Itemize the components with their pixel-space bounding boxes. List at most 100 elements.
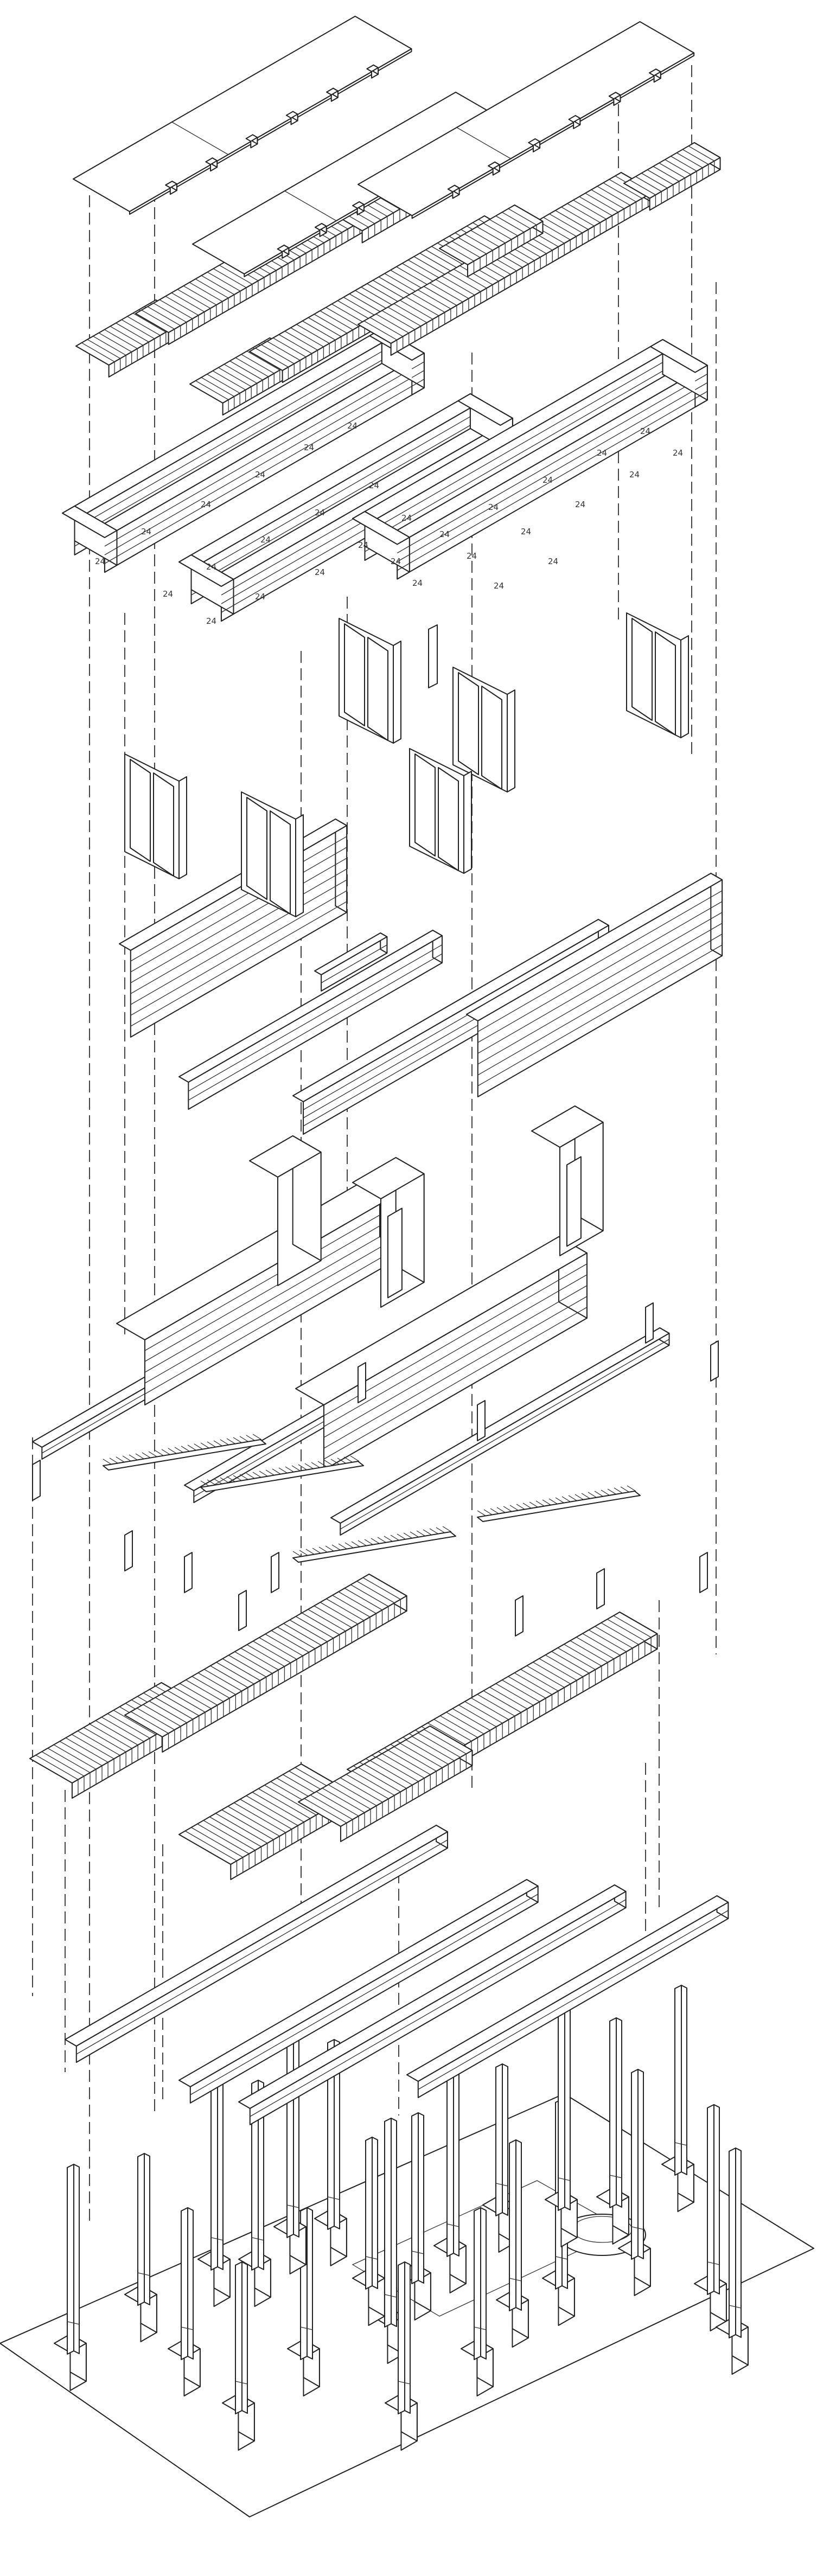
rafter-deck-e-slat bbox=[609, 179, 642, 199]
step-tread bbox=[278, 1467, 288, 1474]
rafter-deck-b-slat bbox=[219, 265, 253, 285]
step-tread bbox=[403, 1532, 413, 1539]
beam-tag-label: 24 bbox=[206, 616, 216, 626]
floor-deck-left-long-slat bbox=[338, 1591, 376, 1614]
frame-post bbox=[477, 1400, 486, 1441]
rafter-deck-c-slat bbox=[195, 380, 229, 400]
step-tread bbox=[103, 1459, 112, 1465]
frame-post bbox=[515, 1595, 524, 1637]
ring-beam-left-back-log-line bbox=[104, 361, 425, 547]
rafter-deck-e-slat bbox=[411, 293, 445, 313]
log-wall-long-top-face bbox=[292, 919, 609, 1102]
window-f-frame-side bbox=[680, 635, 689, 738]
rafter-deck-b-slat bbox=[207, 272, 241, 292]
window-f-sash-right bbox=[655, 631, 676, 736]
step-tread bbox=[325, 1545, 335, 1552]
beam-tag-label: 24 bbox=[521, 527, 531, 536]
step-tread bbox=[483, 1509, 493, 1516]
post-collar bbox=[631, 2226, 644, 2230]
step-tread bbox=[200, 1480, 210, 1487]
floor-deck-front-slat bbox=[264, 1785, 317, 1816]
step-tread bbox=[397, 1533, 406, 1540]
timber-post-side bbox=[404, 2261, 411, 2414]
timber-post-side bbox=[713, 2104, 720, 2294]
beam-tag-label: 24 bbox=[494, 581, 504, 591]
step-tread bbox=[109, 1458, 119, 1464]
window-c-sash-left bbox=[344, 623, 365, 726]
rafter-deck-f-slat bbox=[508, 208, 537, 226]
floor-deck-center-slat bbox=[375, 1756, 419, 1782]
floor-deck-left-slat bbox=[101, 1717, 144, 1742]
floor-deck-right-long-slat bbox=[470, 1697, 509, 1720]
rafter-deck-a-slat bbox=[127, 316, 161, 336]
post-collar bbox=[210, 2237, 224, 2241]
rafter-deck-e-slat bbox=[435, 279, 469, 299]
timber-post-side bbox=[241, 2261, 248, 2414]
rafter-deck-c-slat bbox=[241, 354, 275, 374]
step-tread bbox=[384, 1536, 393, 1542]
post-collar bbox=[251, 2237, 264, 2241]
step-tread bbox=[429, 1528, 439, 1535]
timber-post-side bbox=[334, 2039, 340, 2229]
post-collar bbox=[474, 2326, 487, 2330]
step-tread bbox=[305, 1549, 315, 1555]
beam-tag-label: 24 bbox=[369, 481, 379, 490]
floor-deck-right-long-slat bbox=[477, 1694, 515, 1717]
step-tread bbox=[304, 1463, 314, 1469]
ring-beam-right-end-left-log-line bbox=[397, 562, 410, 571]
floor-deck-left-slat bbox=[95, 1720, 138, 1746]
post-collar bbox=[558, 2177, 571, 2181]
floor-log-wall-b-log-line bbox=[323, 1307, 588, 1460]
core-box-right-door bbox=[566, 1156, 582, 1247]
step-tread bbox=[168, 1448, 177, 1454]
service-core-boxes bbox=[249, 1105, 604, 1308]
timber-post bbox=[411, 2112, 419, 2284]
floor-deck-left-long-slat bbox=[155, 1697, 193, 1720]
log-wall-left-side-face bbox=[335, 819, 348, 913]
rafter-deck-f-slat bbox=[483, 222, 512, 240]
floor-deck-front-slat bbox=[209, 1816, 261, 1848]
floor-log-wall-a-log-line bbox=[144, 1231, 408, 1384]
step-stringer bbox=[477, 1491, 641, 1522]
post-collar bbox=[707, 2261, 720, 2265]
step-tread bbox=[477, 1510, 487, 1517]
step-tread bbox=[194, 1443, 203, 1450]
rafter-deck-d-slat bbox=[308, 317, 342, 337]
roof-panel-left-clip-top-face bbox=[205, 157, 218, 165]
frame-post bbox=[184, 1552, 193, 1593]
rafter-deck-b-slat bbox=[213, 268, 247, 288]
beam-tag-label: 24 bbox=[315, 508, 325, 517]
rafter-deck-b-slat bbox=[183, 285, 217, 305]
rafter-deck-a-slat bbox=[110, 326, 144, 346]
ring-beam-layer: 2424242424242424242424242424242424242424… bbox=[62, 328, 708, 688]
step-tread bbox=[239, 1436, 249, 1442]
timber-post bbox=[729, 2147, 736, 2338]
ring-beam-center-end-left-top-face bbox=[178, 554, 234, 587]
floor-deck-layer bbox=[29, 1574, 658, 1880]
floor-deck-front-slat bbox=[246, 1795, 298, 1826]
floor-deck-left-long-slat bbox=[289, 1619, 328, 1642]
floor-deck-right-long-slat bbox=[557, 1647, 596, 1670]
step-tread bbox=[246, 1435, 256, 1441]
floor-deck-front-slat bbox=[221, 1809, 274, 1840]
step-stringer bbox=[292, 1531, 456, 1563]
step-tread bbox=[548, 1498, 558, 1505]
ring-beam-right-back-log-line bbox=[397, 373, 708, 554]
rafter-deck-d-slat bbox=[413, 256, 448, 276]
log-wall-right-log-line bbox=[477, 890, 723, 1032]
roof-panel-right-clip-top-face bbox=[488, 161, 500, 169]
timber-post bbox=[631, 2069, 639, 2260]
step-tread bbox=[324, 1460, 334, 1466]
step-tread bbox=[344, 1542, 354, 1549]
log-wall-left-log-line bbox=[130, 847, 347, 973]
floor-deck-left-long-slat bbox=[356, 1581, 395, 1603]
timber-post-side bbox=[735, 2147, 742, 2338]
window-b-frame-side bbox=[295, 814, 304, 917]
rafter-deck-g-slat bbox=[653, 166, 680, 182]
log-wall-right-log-line bbox=[477, 923, 723, 1065]
window-d-frame-side bbox=[507, 689, 515, 792]
step-tread bbox=[155, 1450, 164, 1456]
rafter-deck-a-slat bbox=[81, 342, 115, 362]
step-tread bbox=[423, 1529, 432, 1536]
